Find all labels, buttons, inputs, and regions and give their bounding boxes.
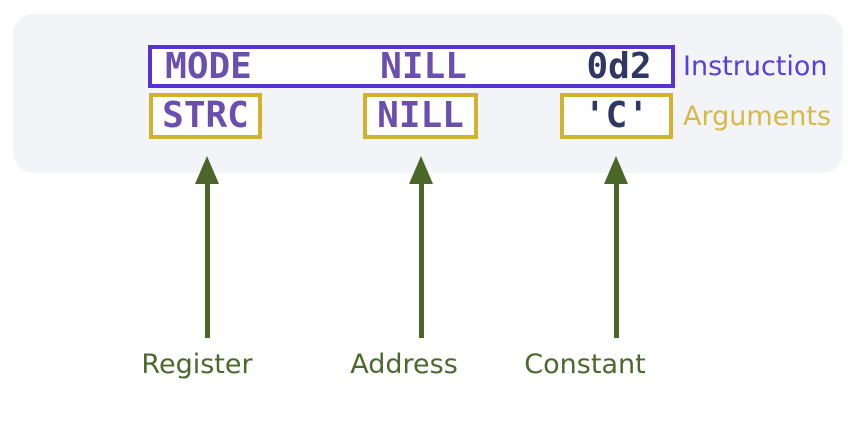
address-label: Address	[350, 349, 458, 380]
argument-box-constant: 'C'	[560, 93, 673, 139]
register-arrow	[195, 156, 219, 338]
argument-box-register: STRC	[149, 93, 262, 139]
register-label: Register	[141, 349, 253, 380]
constant-arrow	[604, 156, 628, 338]
arrow-shaft	[204, 180, 210, 338]
arrow-shaft	[613, 180, 619, 338]
argument-box-address: NILL	[363, 93, 478, 139]
arrow-up-icon	[409, 156, 433, 184]
instruction-cell-opcode: MODE	[165, 46, 252, 87]
arguments-row-label: Arguments	[683, 101, 832, 132]
instruction-cell-constant: 0d2	[586, 46, 652, 87]
instruction-box: MODE NILL 0d2	[148, 45, 675, 88]
constant-label: Constant	[524, 349, 646, 380]
instruction-row-label: Instruction	[683, 51, 828, 82]
arrow-up-icon	[195, 156, 219, 184]
instruction-panel: MODE NILL 0d2 STRC NILL 'C' Instruction …	[13, 14, 843, 173]
address-arrow	[409, 156, 433, 338]
arrow-up-icon	[604, 156, 628, 184]
instruction-cell-address: NILL	[380, 46, 467, 87]
arrow-shaft	[418, 180, 424, 338]
